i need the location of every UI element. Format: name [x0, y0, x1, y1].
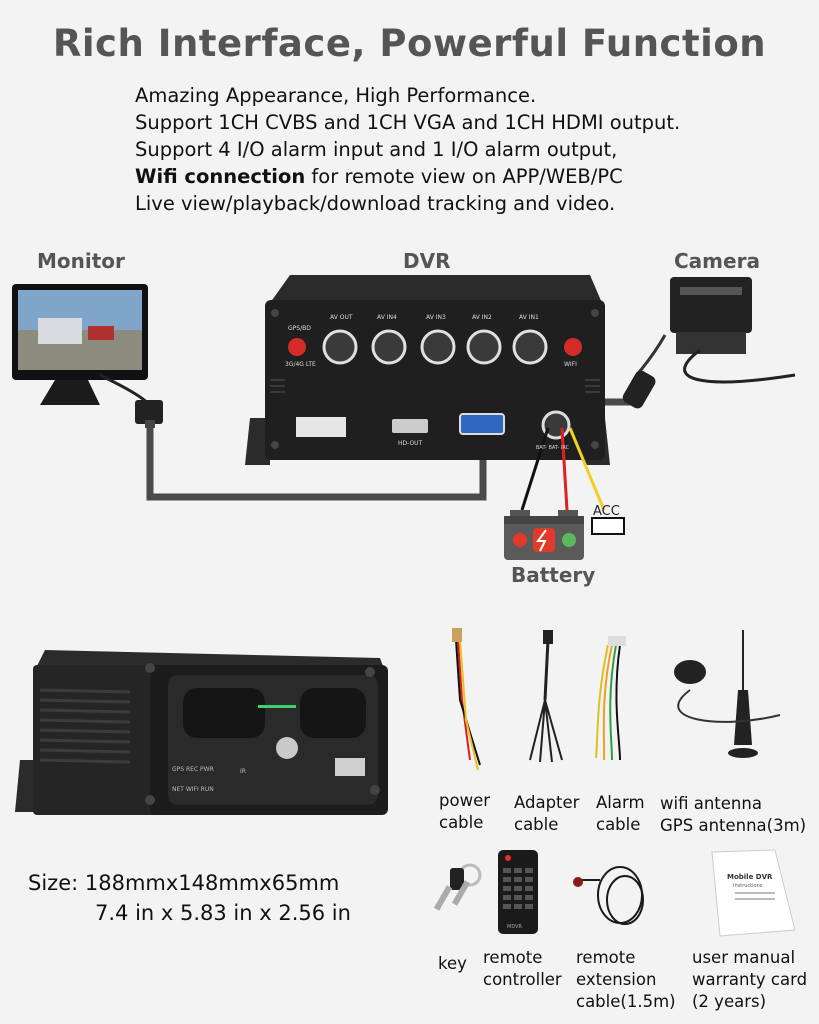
vga-cable: [146, 425, 487, 501]
wire-black: [520, 427, 550, 511]
caption-alarm-cable: Alarm cable: [596, 793, 645, 834]
antenna-icon: [674, 630, 781, 758]
dvr-label: DVR: [403, 249, 451, 273]
port-gps-label: GPS/BD: [288, 325, 311, 332]
user-manual-icon: [711, 849, 796, 937]
remote-extension-cable-icon: [573, 866, 644, 925]
wire-yellow: [568, 427, 606, 511]
battery-icon: [504, 510, 584, 560]
feature-list: Amazing Appearance, High Performance. Su…: [135, 82, 680, 217]
monitor-label: Monitor: [37, 249, 125, 273]
manual-subtitle: Instructions: [733, 883, 763, 889]
port-av-in1-label: AV IN1: [519, 314, 539, 321]
camera-icon: [622, 277, 796, 409]
acc-box: [591, 517, 625, 535]
port-av-out-label: AV OUT: [330, 314, 353, 321]
feature-line-1: Amazing Appearance, High Performance.: [135, 84, 537, 107]
dvr-front-photo: [15, 650, 388, 815]
port-av-in3-label: AV IN3: [426, 314, 446, 321]
caption-adapter-cable: Adapter cable: [514, 793, 580, 834]
page-title: Rich Interface, Powerful Function: [52, 22, 767, 65]
adapter-cable-icon: [529, 630, 563, 763]
alarm-cable-icon: [595, 636, 626, 761]
ir-label: IR: [240, 768, 246, 775]
key-icon: [433, 863, 482, 911]
feature-line-5: Live view/playback/download tracking and…: [135, 192, 616, 215]
port-lte-label: 3G/4G LTE: [285, 361, 316, 368]
feature-line-4: Wifi connection for remote view on APP/W…: [135, 163, 680, 190]
caption-remote-extension: remote extension cable(1.5m): [576, 948, 676, 1011]
acc-label: ACC: [593, 504, 620, 519]
caption-key: key: [438, 954, 467, 973]
port-hd-out-label: HD-OUT: [398, 440, 423, 447]
led-top-label: GPS REC PWR: [172, 766, 214, 773]
port-wifi-label: WIFI: [564, 361, 577, 368]
dvr-device: [245, 275, 610, 465]
feature-line-3: Support 4 I/O alarm input and 1 I/O alar…: [135, 138, 618, 161]
size-specs: Size: 188mmx148mmx65mm 7.4 in x 5.83 in …: [28, 868, 351, 928]
caption-user-manual: user manual warranty card (2 years): [692, 948, 808, 1011]
power-cable-icon: [452, 628, 481, 771]
feature-wifi-bold: Wifi connection: [135, 165, 306, 188]
remote-brand: MDVR: [507, 924, 522, 930]
port-av-in4-label: AV IN4: [377, 314, 397, 321]
feature-line-2: Support 1CH CVBS and 1CH VGA and 1CH HDM…: [135, 111, 681, 134]
caption-power-cable: power cable: [439, 791, 490, 832]
manual-title: Mobile DVR: [727, 873, 773, 881]
remote-controller-icon: [498, 850, 538, 934]
caption-antenna: wifi antenna GPS antenna(3m): [660, 794, 807, 835]
caption-remote-controller: remote controller: [483, 948, 562, 989]
size-metric: Size: 188mmx148mmx65mm: [28, 871, 340, 895]
size-imperial: 7.4 in x 5.83 in x 2.56 in: [95, 901, 351, 925]
monitor-icon: [12, 284, 163, 428]
battery-label: Battery: [511, 563, 596, 587]
port-power-label: BAT- BAT- IRC: [536, 445, 570, 451]
port-av-in2-label: AV IN2: [472, 314, 492, 321]
feature-wifi-rest: for remote view on APP/WEB/PC: [305, 165, 623, 188]
wire-red: [560, 427, 569, 511]
camera-label: Camera: [674, 249, 760, 273]
led-bottom-label: NET WIFI RUN: [172, 786, 214, 793]
